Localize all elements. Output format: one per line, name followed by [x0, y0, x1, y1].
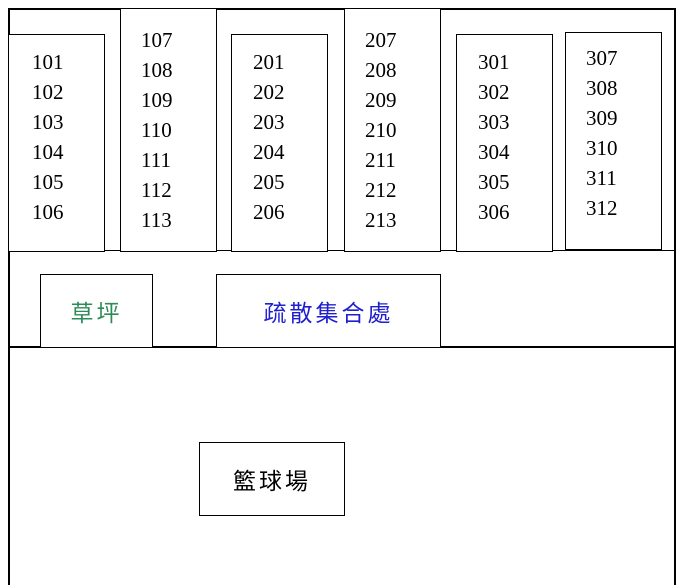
- room-number: 304: [478, 140, 510, 164]
- room-number: 212: [365, 178, 397, 202]
- room-number: 209: [365, 88, 397, 112]
- room-number: 312: [586, 196, 618, 220]
- frame-left-line: [8, 8, 10, 585]
- room-number: 210: [365, 118, 397, 142]
- room-number: 201: [253, 50, 285, 74]
- frame-top-line: [8, 8, 676, 10]
- room-list: 301 302 303 304 305 306: [478, 47, 510, 227]
- room-number: 104: [32, 140, 64, 164]
- room-number: 103: [32, 110, 64, 134]
- room-number: 102: [32, 80, 64, 104]
- room-list: 201 202 203 204 205 206: [253, 47, 285, 227]
- room-number: 107: [141, 28, 173, 52]
- room-number: 101: [32, 50, 64, 74]
- room-number: 307: [586, 46, 618, 70]
- assembly-point-label: 疏散集合處: [263, 301, 394, 327]
- room-number: 208: [365, 58, 397, 82]
- assembly-point-area: 疏散集合處: [216, 274, 441, 348]
- room-list: 207 208 209 210 211 212 213: [365, 25, 397, 235]
- room-number: 306: [478, 200, 510, 224]
- building-block-301: 301 302 303 304 305 306: [456, 34, 553, 252]
- room-number: 108: [141, 58, 173, 82]
- room-number: 309: [586, 106, 618, 130]
- room-number: 308: [586, 76, 618, 100]
- room-number: 206: [253, 200, 285, 224]
- room-number: 311: [586, 166, 617, 190]
- frame-right-line: [674, 8, 676, 585]
- room-number: 211: [365, 148, 396, 172]
- room-number: 111: [141, 148, 171, 172]
- building-row-baseline: [8, 250, 676, 251]
- basketball-court-area: 籃球場: [199, 442, 345, 516]
- room-number: 204: [253, 140, 285, 164]
- room-number: 310: [586, 136, 618, 160]
- room-number: 305: [478, 170, 510, 194]
- room-list: 107 108 109 110 111 112 113: [141, 25, 173, 235]
- building-block-307: 307 308 309 310 311 312: [565, 32, 662, 250]
- room-number: 113: [141, 208, 172, 232]
- building-block-207: 207 208 209 210 211 212 213: [344, 8, 441, 252]
- room-number: 302: [478, 80, 510, 104]
- room-number: 106: [32, 200, 64, 224]
- room-number: 207: [365, 28, 397, 52]
- room-list: 307 308 309 310 311 312: [586, 43, 618, 223]
- room-number: 205: [253, 170, 285, 194]
- room-list: 101 102 103 104 105 106: [32, 47, 64, 227]
- room-number: 301: [478, 50, 510, 74]
- basketball-court-label: 籃球場: [233, 469, 311, 495]
- lawn-label: 草坪: [70, 301, 123, 327]
- room-number: 109: [141, 88, 173, 112]
- room-number: 202: [253, 80, 285, 104]
- room-number: 110: [141, 118, 172, 142]
- building-block-101: 101 102 103 104 105 106: [8, 34, 105, 252]
- room-number: 203: [253, 110, 285, 134]
- room-number: 213: [365, 208, 397, 232]
- building-block-107: 107 108 109 110 111 112 113: [120, 8, 217, 252]
- room-number: 105: [32, 170, 64, 194]
- room-number: 112: [141, 178, 172, 202]
- room-number: 303: [478, 110, 510, 134]
- building-block-201: 201 202 203 204 205 206: [231, 34, 328, 252]
- lawn-area: 草坪: [40, 274, 153, 348]
